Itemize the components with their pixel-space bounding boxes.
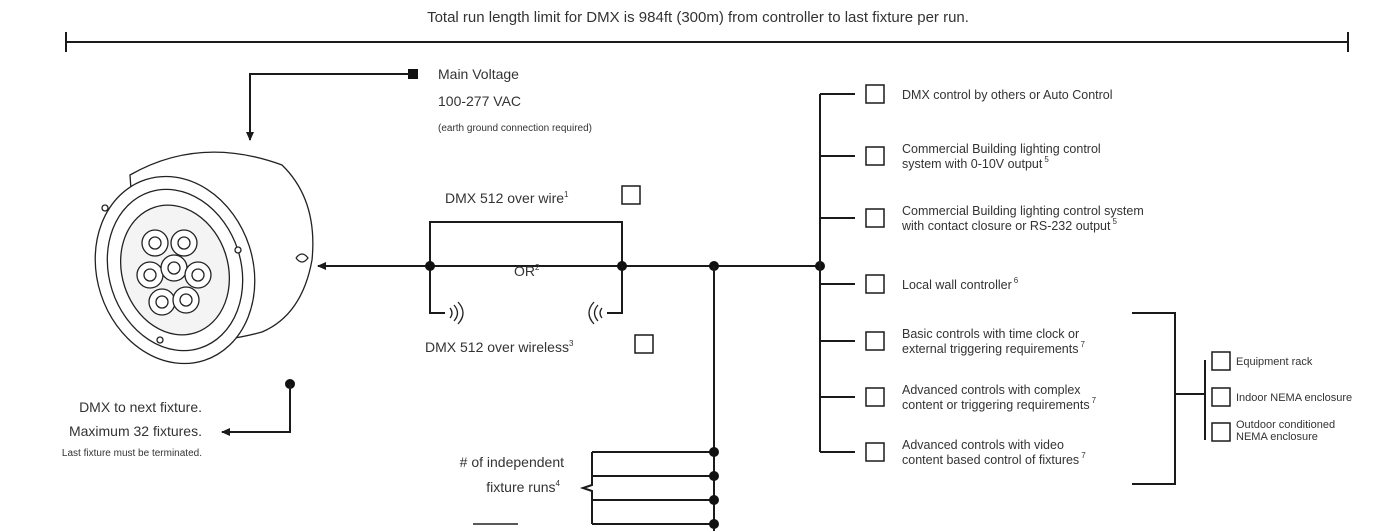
- main-voltage-terminal: [408, 69, 418, 79]
- enclosure-option-label: Indoor NEMA enclosure: [1236, 392, 1352, 404]
- dmx-wire-path: [429, 221, 623, 266]
- dmx-wire-label: DMX 512 over wire1: [445, 190, 569, 206]
- control-option-label: Advanced controls with complex: [902, 383, 1081, 397]
- main-voltage-label: Main Voltage: [438, 66, 519, 82]
- control-option-label: DMX control by others or Auto Control: [902, 88, 1113, 102]
- dmx-wireless-rx-path: [607, 266, 623, 314]
- junction-dot: [617, 261, 627, 271]
- main-voltage-line: [246, 73, 410, 141]
- next-fixture-line1: DMX to next fixture.: [79, 399, 202, 415]
- control-option: Commercial Building lighting controlsyst…: [820, 142, 1101, 171]
- control-option: Commercial Building lighting control sys…: [820, 204, 1144, 233]
- control-option-checkbox[interactable]: [865, 274, 885, 294]
- enclosure-option-checkbox[interactable]: [1211, 351, 1231, 371]
- enclosure-option: Equipment rack: [1211, 351, 1313, 371]
- enclosure-bracket: [1132, 312, 1176, 485]
- wireless-tx-icon: [449, 301, 464, 325]
- control-option-checkbox[interactable]: [865, 331, 885, 351]
- control-option-checkbox[interactable]: [865, 442, 885, 462]
- main-voltage-note: (earth ground connection required): [438, 123, 592, 134]
- main-voltage-value: 100-277 VAC: [438, 93, 521, 109]
- led-fixture-illustration: [94, 151, 314, 365]
- enclosure-option-label: NEMA enclosure: [1236, 431, 1318, 443]
- dmx-wire-checkbox[interactable]: [621, 185, 641, 205]
- runs-label-line1: # of independent: [460, 454, 564, 470]
- or-label: OR2: [514, 263, 540, 279]
- enclosure-option: Indoor NEMA enclosure: [1211, 387, 1352, 407]
- control-option-label: Commercial Building lighting control: [902, 142, 1101, 156]
- control-option-checkbox[interactable]: [865, 208, 885, 228]
- control-option-label: Basic controls with time clock or: [902, 327, 1079, 341]
- enclosure-option-label: Outdoor conditioned: [1236, 419, 1335, 431]
- dmx-wireless-label: DMX 512 over wireless3: [425, 339, 574, 355]
- control-option: DMX control by others or Auto Control: [820, 84, 1113, 104]
- next-fixture-line3: Last fixture must be terminated.: [62, 448, 202, 459]
- enclosure-option-checkbox[interactable]: [1211, 387, 1231, 407]
- next-fixture-line: [221, 384, 291, 436]
- enclosure-option-checkbox[interactable]: [1211, 422, 1231, 442]
- dmx-wireless-checkbox[interactable]: [634, 334, 654, 354]
- next-fixture-line2: Maximum 32 fixtures.: [69, 423, 202, 439]
- junction-dot: [425, 261, 435, 271]
- runs-label-line2: fixture runs4: [486, 479, 560, 495]
- control-option: Basic controls with time clock orexterna…: [820, 327, 1085, 356]
- control-options-list: DMX control by others or Auto ControlCom…: [820, 84, 1144, 467]
- runs-branches: [579, 447, 719, 529]
- run-length-note: Total run length limit for DMX is 984ft …: [427, 9, 969, 26]
- control-option-checkbox[interactable]: [865, 146, 885, 166]
- enclosure-option-label: Equipment rack: [1236, 356, 1313, 368]
- wireless-rx-icon: [588, 301, 603, 325]
- control-option-label: Commercial Building lighting control sys…: [902, 204, 1144, 218]
- control-option-checkbox[interactable]: [865, 84, 885, 104]
- dmx-wireless-tx-path: [429, 266, 445, 314]
- control-option-label: Advanced controls with video: [902, 438, 1064, 452]
- control-option-checkbox[interactable]: [865, 387, 885, 407]
